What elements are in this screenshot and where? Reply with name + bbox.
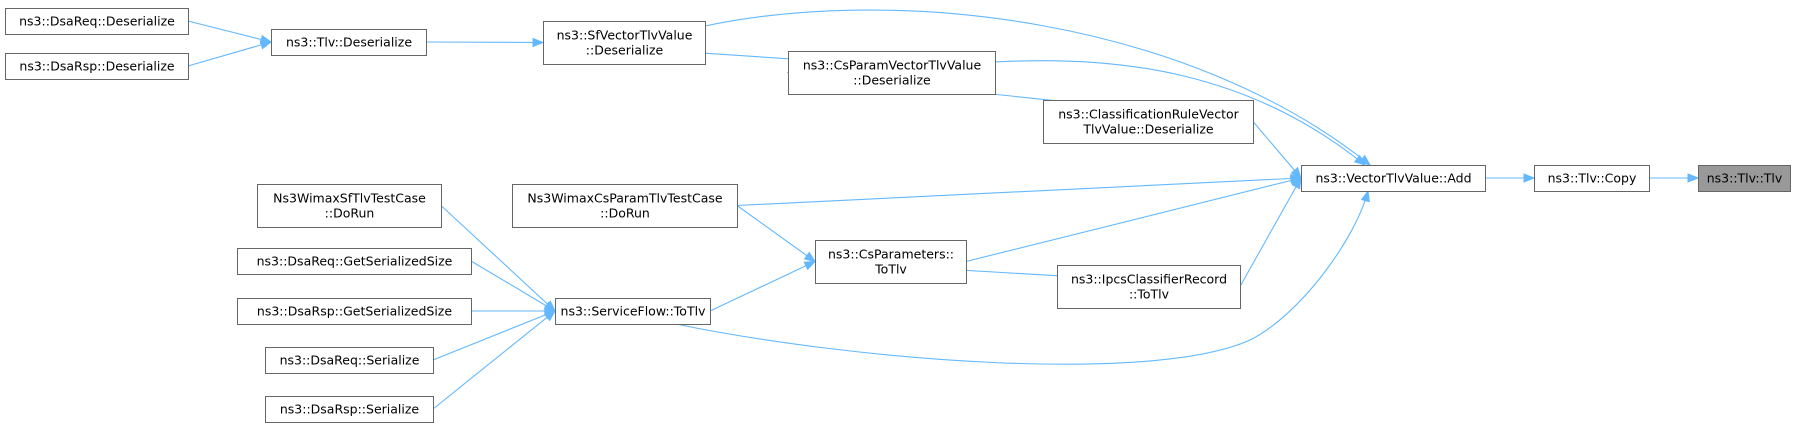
node-box	[815, 240, 967, 284]
node-label-line: ns3::CsParamVectorTlvValue	[803, 58, 982, 73]
nodes-layer: ns3::Tlv::Tlv ns3::Tlv::Copy ns3::VectorTl…	[5, 8, 1791, 423]
node-box	[1698, 165, 1791, 192]
node-box	[265, 347, 434, 374]
node-sf-totlv[interactable]: ns3::ServiceFlow::ToTlv	[555, 298, 711, 325]
node-dsarsp-size[interactable]: ns3::DsaRsp::GetSerializedSize	[237, 298, 472, 325]
node-box	[1057, 265, 1241, 309]
node-box	[555, 298, 711, 325]
node-box	[1534, 165, 1650, 192]
edge-cspv-deser-to-vtv-add	[994, 60, 1366, 166]
node-label-line: ns3::ClassificationRuleVector	[1058, 107, 1239, 122]
node-label-line: ns3::DsaRsp::Deserialize	[19, 59, 174, 74]
node-label-line: ns3::Tlv::Tlv	[1707, 171, 1783, 186]
node-box	[5, 8, 189, 35]
node-tlv-deser[interactable]: ns3::Tlv::Deserialize	[271, 29, 427, 56]
arrowhead	[259, 40, 273, 50]
node-label-line: ns3::CsParameters::	[828, 247, 954, 262]
node-label-line: ::Deserialize	[853, 73, 931, 88]
node-box	[271, 29, 427, 56]
node-label-line: ns3::ServiceFlow::ToTlv	[561, 304, 707, 319]
node-label-line: ToTlv	[874, 262, 907, 277]
arrowhead	[543, 310, 557, 322]
node-box	[265, 396, 434, 423]
node-box	[237, 248, 472, 275]
edge-ipcs-totlv-to-vtv-add	[1239, 177, 1302, 287]
edge-tlv-deser-to-sfv-deser	[425, 41, 544, 44]
arrowhead	[803, 251, 817, 263]
edge-sf-totlv-to-vtv-add	[675, 190, 1369, 365]
edge-csp-totlv-to-vtv-add	[965, 177, 1302, 263]
node-sft-dorun[interactable]: Ns3WimaxSfTlvTestCase::DoRun	[257, 184, 442, 228]
edge-dsarsp-deser-to-tlv-deser	[187, 41, 272, 67]
node-label-line: ns3::Tlv::Deserialize	[286, 35, 412, 50]
node-dsarsp-ser[interactable]: ns3::DsaRsp::Serialize	[265, 396, 434, 423]
arrowhead	[1687, 173, 1700, 183]
arrowhead	[1290, 166, 1302, 180]
node-tlv-tlv[interactable]: ns3::Tlv::Tlv	[1698, 165, 1791, 192]
node-label-line: ns3::DsaRsp::GetSerializedSize	[257, 304, 452, 319]
node-label-line: ::Deserialize	[586, 43, 664, 58]
node-box	[237, 298, 472, 325]
node-csp-totlv[interactable]: ns3::CsParameters::ToTlv	[815, 240, 967, 284]
edge-dsareq-size-to-sf-totlv	[470, 260, 556, 312]
node-label-line: TlvValue::Deserialize	[1082, 122, 1214, 137]
arrowhead	[1291, 176, 1302, 190]
node-label-line: ns3::DsaReq::Deserialize	[19, 14, 175, 29]
node-dsarsp-deser[interactable]: ns3::DsaRsp::Deserialize	[5, 53, 189, 80]
edge-dsarsp-ser-to-sf-totlv	[432, 310, 556, 410]
arrowhead	[1358, 154, 1372, 166]
edge-dsareq-deser-to-tlv-deser	[187, 20, 272, 43]
arrowhead	[803, 260, 817, 271]
node-label-line: ns3::VectorTlvValue::Add	[1315, 171, 1471, 186]
node-label-line: ns3::DsaReq::GetSerializedSize	[257, 254, 453, 269]
node-label-line: Ns3WimaxSfTlvTestCase	[273, 191, 426, 206]
node-box	[788, 51, 996, 95]
node-box	[543, 21, 706, 65]
edge-cspt-dorun-to-vtv-add	[736, 177, 1302, 207]
edge-cspt-dorun-to-csp-totlv	[736, 205, 816, 262]
edge-sft-dorun-to-sf-totlv	[440, 205, 556, 312]
node-label-line: ::DoRun	[600, 206, 650, 221]
node-crv-deser[interactable]: ns3::ClassificationRuleVectorTlvValue::D…	[1043, 100, 1254, 144]
arrowhead	[1353, 154, 1367, 166]
edge-crv-deser-to-vtv-add	[1252, 121, 1302, 179]
node-cspv-deser[interactable]: ns3::CsParamVectorTlvValue::Deserialize	[788, 51, 996, 95]
edge-sf-totlv-to-csp-totlv	[709, 261, 816, 312]
node-vtv-add[interactable]: ns3::VectorTlvValue::Add	[1301, 165, 1486, 192]
node-label-line: ns3::DsaRsp::Serialize	[280, 402, 420, 417]
node-tlv-copy[interactable]: ns3::Tlv::Copy	[1534, 165, 1650, 192]
node-box	[512, 184, 738, 228]
node-box	[257, 184, 442, 228]
node-label-line: ns3::IpcsClassifierRecord	[1071, 272, 1227, 287]
node-box	[1043, 100, 1254, 144]
node-ipcs-totlv[interactable]: ns3::IpcsClassifierRecord::ToTlv	[1057, 265, 1241, 309]
edge-sfv-deser-to-vtv-add	[704, 9, 1371, 166]
arrowhead	[1523, 173, 1536, 183]
node-label-line: ns3::DsaReq::Serialize	[280, 353, 420, 368]
node-label-line: Ns3WimaxCsParamTlvTestCase	[527, 191, 722, 206]
node-label-line: ::DoRun	[325, 206, 375, 221]
node-label-line: ns3::Tlv::Copy	[1548, 171, 1637, 186]
arrowhead	[532, 37, 545, 48]
node-dsareq-ser[interactable]: ns3::DsaReq::Serialize	[265, 347, 434, 374]
node-label-line: ns3::SfVectorTlvValue	[557, 28, 693, 43]
node-sfv-deser[interactable]: ns3::SfVectorTlvValue::Deserialize	[543, 21, 706, 65]
node-box	[1301, 165, 1486, 192]
node-label-line: ::ToTlv	[1129, 287, 1170, 302]
node-cspt-dorun[interactable]: Ns3WimaxCsParamTlvTestCase::DoRun	[512, 184, 738, 228]
node-box	[5, 53, 189, 80]
arrowhead	[1360, 189, 1370, 203]
node-dsareq-size[interactable]: ns3::DsaReq::GetSerializedSize	[237, 248, 472, 275]
edge-dsareq-ser-to-sf-totlv	[432, 310, 556, 361]
node-dsareq-deser[interactable]: ns3::DsaReq::Deserialize	[5, 8, 189, 35]
